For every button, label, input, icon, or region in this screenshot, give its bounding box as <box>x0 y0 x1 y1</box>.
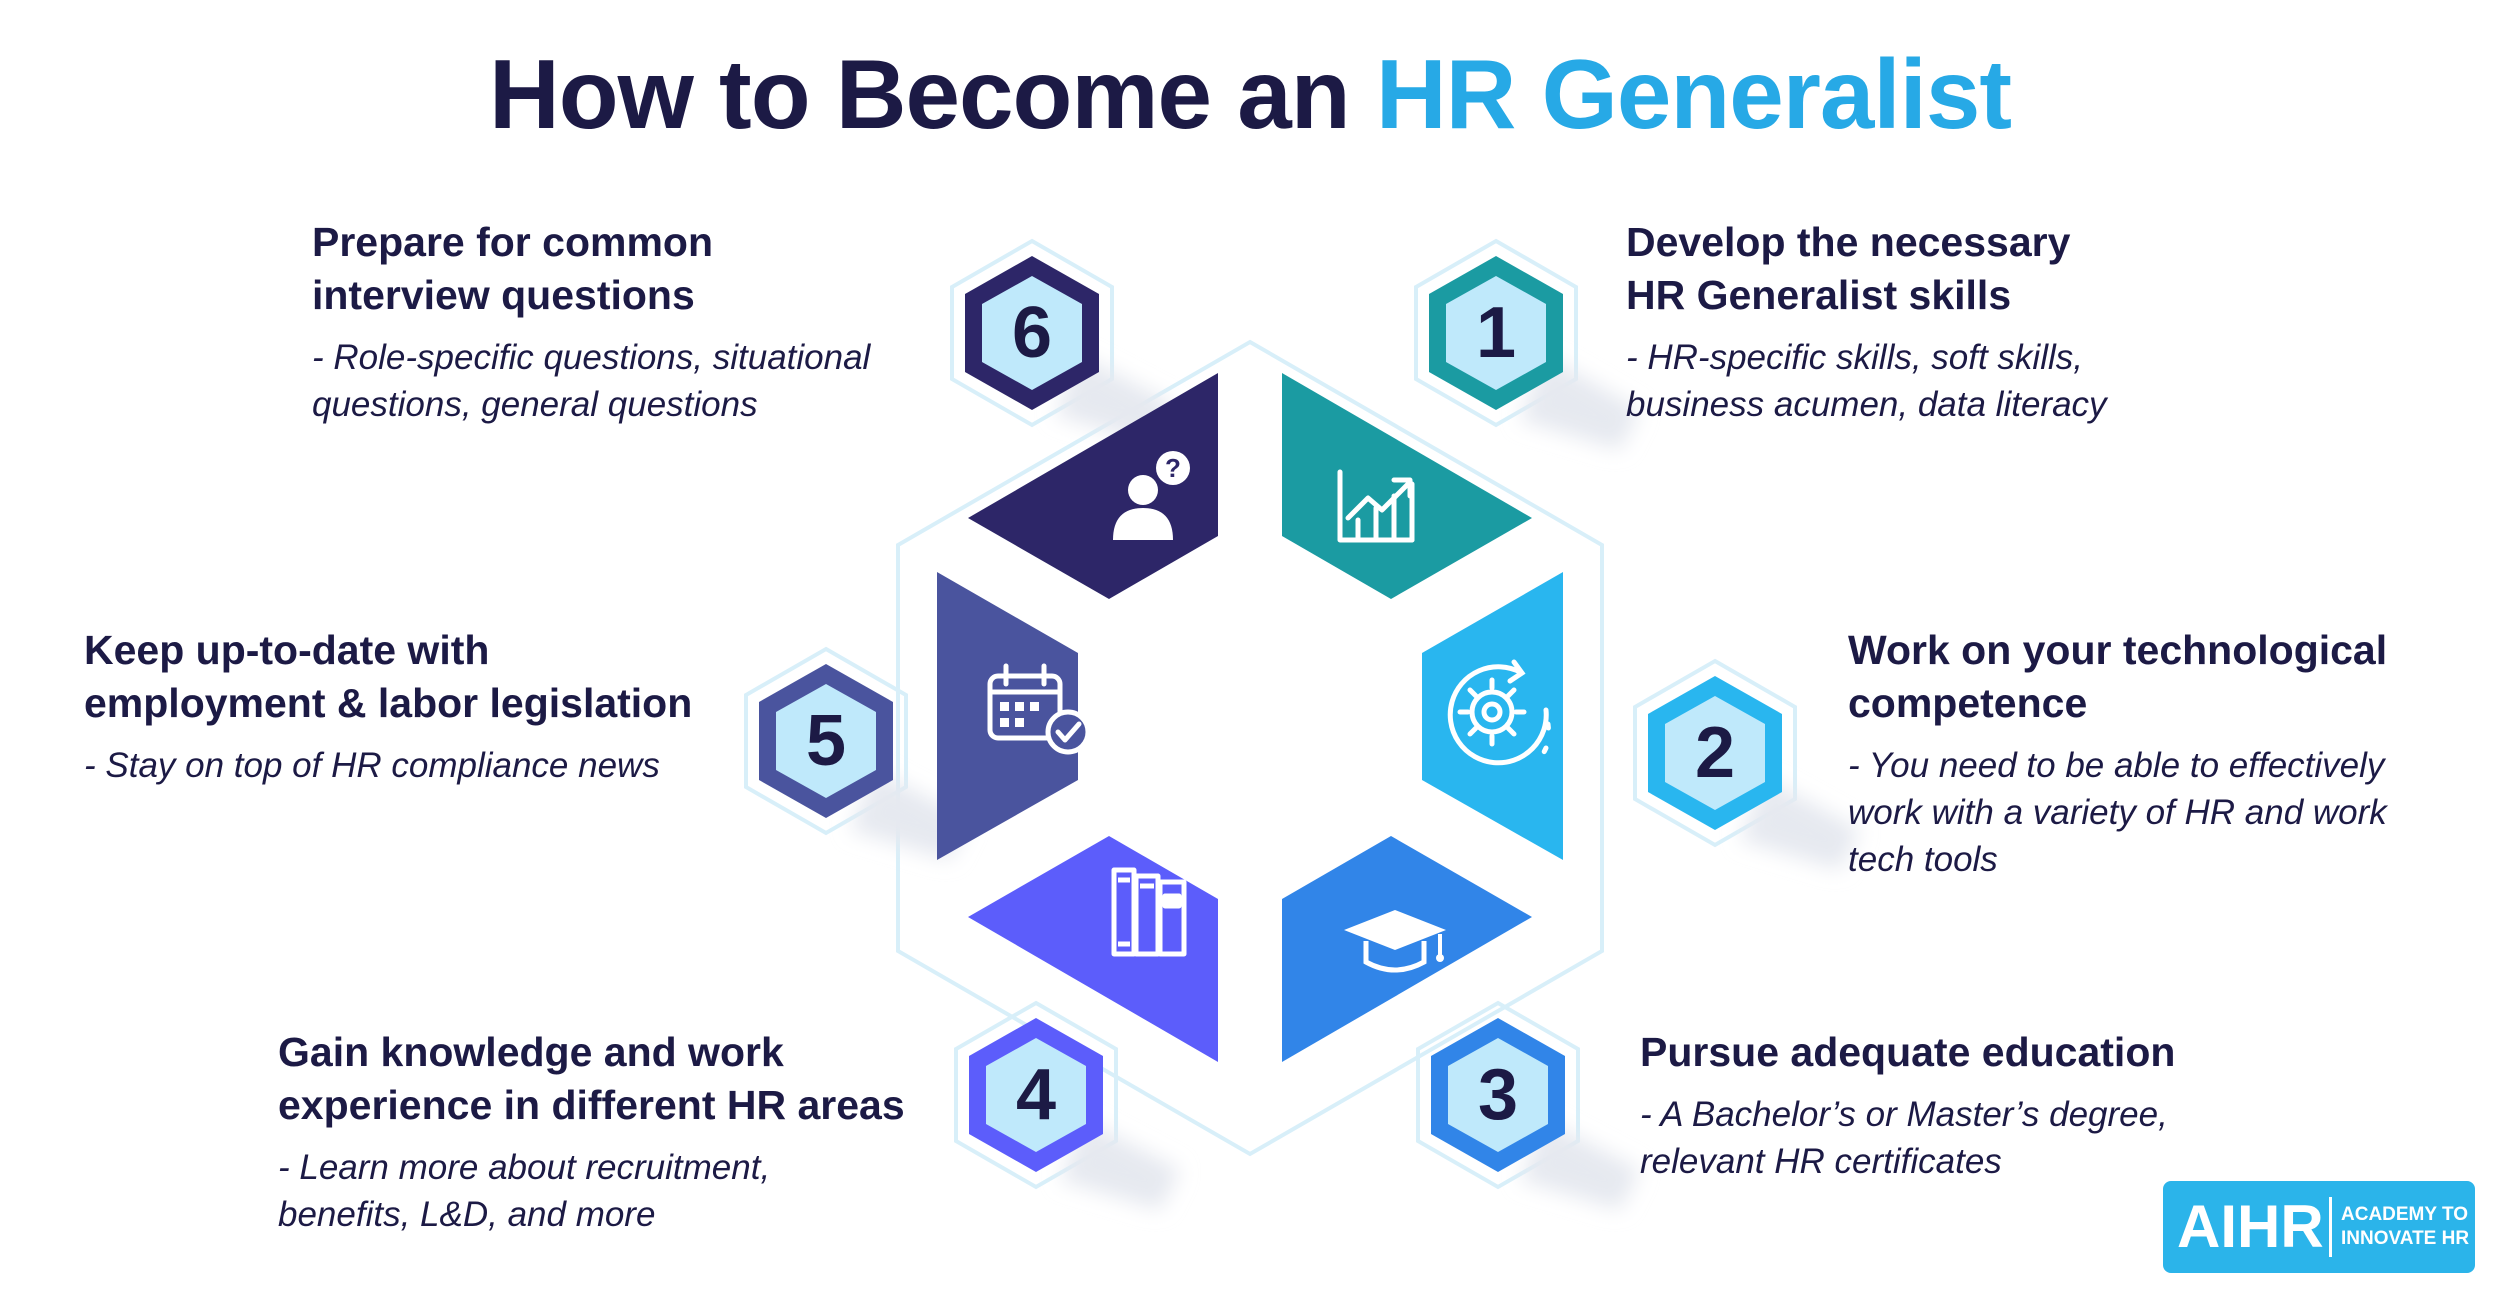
calendar-check-icon <box>987 663 1091 755</box>
description-line: business acumen, data literacy <box>1626 385 2107 424</box>
heading-line: Gain knowledge and work <box>278 1029 784 1075</box>
step-2-heading: Work on your technological competence <box>1848 624 2488 730</box>
aihr-logo: AIHR ACADEMY TO INNOVATE HR <box>2163 1181 2475 1273</box>
segment-4 <box>968 836 1218 1062</box>
step-4-description: - Learn more about recruitment, benefits… <box>278 1144 918 1238</box>
logo-line: ACADEMY TO <box>2341 1204 2469 1225</box>
heading-line: HR Generalist skills <box>1626 272 2012 318</box>
heading-line: Develop the necessary <box>1626 219 2071 265</box>
step-2-description: - You need to be able to effectively wor… <box>1848 742 2488 883</box>
graduation-cap-icon <box>1344 910 1446 973</box>
badge-4: 4 <box>969 1018 1103 1172</box>
step-6-heading: Prepare for common interview questions <box>312 216 932 322</box>
step-1-text: Develop the necessary HR Generalist skil… <box>1626 216 2266 428</box>
title-main: How to Become an <box>488 39 1351 149</box>
heading-line: Prepare for common <box>312 219 713 265</box>
badge-2-number: 2 <box>1695 713 1735 793</box>
logo-line: INNOVATE HR <box>2341 1228 2470 1249</box>
description-line: - Stay on top of HR compliance news <box>84 746 660 785</box>
badge-1-number: 1 <box>1476 293 1516 373</box>
logo-full-name: ACADEMY TO INNOVATE HR <box>2341 1203 2469 1251</box>
step-3-heading: Pursue adequate education <box>1640 1026 2240 1079</box>
step-4-heading: Gain knowledge and work experience in di… <box>278 1026 918 1132</box>
description-line: - Role-specific questions, situational <box>312 338 871 377</box>
description-line: work with a variety of HR and work <box>1848 793 2387 832</box>
description-line: - Learn more about recruitment, <box>278 1148 771 1187</box>
growth-chart-icon <box>1337 469 1415 543</box>
badge-1: 1 <box>1429 256 1563 410</box>
page-title: How to Become an HR Generalist <box>0 38 2500 151</box>
gear-cycle-icon <box>1447 659 1552 766</box>
person-question-icon: ? <box>1113 451 1190 540</box>
logo-short-name: AIHR <box>2177 1193 2324 1260</box>
heading-line: Pursue adequate education <box>1640 1029 2176 1075</box>
logo-divider <box>2329 1197 2332 1257</box>
description-line: tech tools <box>1848 840 1998 879</box>
description-line: - HR-specific skills, soft skills, <box>1626 338 2083 377</box>
step-1-description: - HR-specific skills, soft skills, busin… <box>1626 334 2266 428</box>
description-line: questions, general questions <box>312 385 758 424</box>
segment-2 <box>1422 572 1563 860</box>
title-accent: HR Generalist <box>1375 39 2012 149</box>
badge-4-number: 4 <box>1016 1055 1056 1135</box>
books-icon <box>1111 867 1187 957</box>
ring-segments <box>937 373 1563 1062</box>
segment-3 <box>1282 836 1532 1062</box>
step-3-text: Pursue adequate education - A Bachelor’s… <box>1640 1026 2240 1185</box>
heading-line: Keep up-to-date with <box>84 627 490 673</box>
description-line: - A Bachelor’s or Master’s degree, <box>1640 1095 2168 1134</box>
description-line: - You need to be able to effectively <box>1848 746 2385 785</box>
badge-6-number: 6 <box>1012 293 1052 373</box>
step-6-description: - Role-specific questions, situational q… <box>312 334 932 428</box>
heading-line: experience in different HR areas <box>278 1082 905 1128</box>
step-5-description: - Stay on top of HR compliance news <box>84 742 724 789</box>
badge-3-number: 3 <box>1478 1055 1518 1135</box>
step-3-description: - A Bachelor’s or Master’s degree, relev… <box>1640 1091 2240 1185</box>
description-line: relevant HR certificates <box>1640 1142 2002 1181</box>
heading-line: competence <box>1848 680 2088 726</box>
step-1-heading: Develop the necessary HR Generalist skil… <box>1626 216 2266 322</box>
step-5-heading: Keep up-to-date with employment & labor … <box>84 624 724 730</box>
badge-3: 3 <box>1431 1018 1565 1172</box>
badge-5: 5 <box>759 664 893 818</box>
step-5-text: Keep up-to-date with employment & labor … <box>84 624 724 789</box>
heading-line: employment & labor legislation <box>84 680 693 726</box>
step-6-text: Prepare for common interview questions -… <box>312 216 932 428</box>
segment-5 <box>937 572 1078 860</box>
step-2-text: Work on your technological competence - … <box>1848 624 2488 883</box>
description-line: benefits, L&D, and more <box>278 1195 656 1234</box>
badge-5-number: 5 <box>806 701 846 781</box>
svg-text:?: ? <box>1165 453 1181 483</box>
heading-line: interview questions <box>312 272 695 318</box>
step-4-text: Gain knowledge and work experience in di… <box>278 1026 918 1238</box>
badge-2: 2 <box>1648 676 1782 830</box>
segment-6 <box>968 373 1218 599</box>
heading-line: Work on your technological <box>1848 627 2388 673</box>
outer-outline <box>744 238 1797 1190</box>
badge-6: 6 <box>965 256 1099 410</box>
